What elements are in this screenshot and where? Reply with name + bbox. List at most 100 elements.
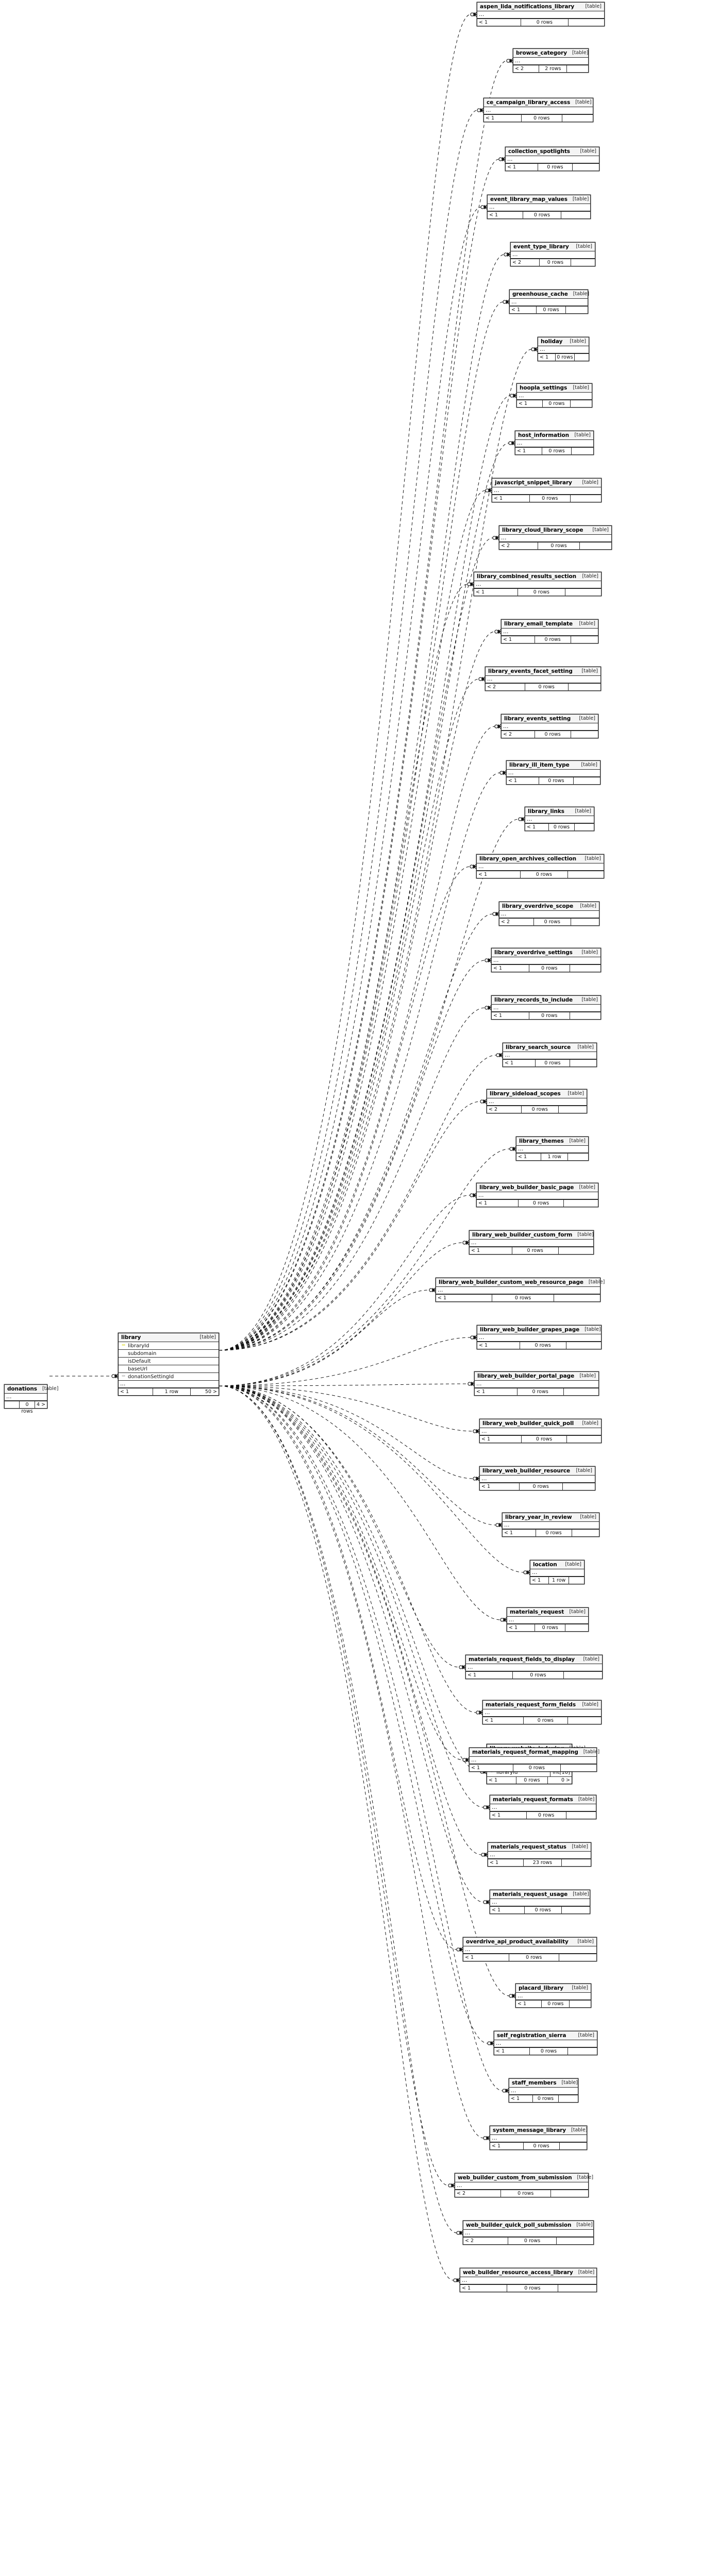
table-kind-label: [table] bbox=[567, 1091, 584, 1096]
table-node-overdrive-api-product-availability[interactable]: overdrive_api_product_availability[table… bbox=[463, 1937, 597, 1961]
table-node-library-open-archives-collection[interactable]: library_open_archives_collection[table].… bbox=[476, 854, 604, 878]
children-count bbox=[571, 636, 598, 643]
table-node-library-web-builder-quick-poll[interactable]: library_web_builder_quick_poll[table]...… bbox=[479, 1419, 602, 1443]
children-count bbox=[568, 2048, 597, 2055]
table-kind-label: [table] bbox=[575, 808, 591, 814]
more-columns-ellipsis: ... bbox=[506, 156, 599, 163]
children-count bbox=[569, 19, 604, 26]
table-title: library_links bbox=[528, 808, 564, 815]
row-count: 0 rows bbox=[539, 259, 572, 266]
column-name: libraryId bbox=[128, 1343, 149, 1349]
parents-count: < 1 bbox=[492, 1812, 501, 1818]
more-columns-ellipsis: ... bbox=[488, 204, 590, 211]
table-title: library_overdrive_settings bbox=[494, 949, 573, 956]
column-row: ⚰ libraryId bbox=[119, 1342, 219, 1350]
table-title: materials_request_usage bbox=[493, 1891, 568, 1897]
column-name: isDefault bbox=[128, 1358, 151, 1364]
table-node-web-builder-quick-poll-submission[interactable]: web_builder_quick_poll_submission[table]… bbox=[463, 2221, 594, 2245]
column-name: subdomain bbox=[128, 1350, 157, 1357]
table-node-materials-request-fields-to-display[interactable]: materials_request_fields_to_display[tabl… bbox=[465, 1655, 603, 1679]
children-count bbox=[564, 1388, 598, 1395]
table-title: library_open_archives_collection bbox=[479, 855, 576, 862]
table-node-web-builder-custom-from-submission[interactable]: web_builder_custom_from_submission[table… bbox=[455, 2173, 593, 2197]
parents-count: < 1 bbox=[478, 1200, 488, 1206]
table-node-materials-request-format-mapping[interactable]: materials_request_format_mapping[table].… bbox=[469, 1748, 599, 1772]
table-kind-label: [table] bbox=[581, 997, 598, 1003]
children-count bbox=[562, 115, 593, 122]
table-header: materials_request_usage[table] bbox=[490, 1890, 590, 1899]
table-node-library-web-builder-basic-page[interactable]: library_web_builder_basic_page[table]...… bbox=[476, 1183, 598, 1207]
table-node-library[interactable]: library [table] ⚰ libraryId subdomain is… bbox=[118, 1333, 219, 1396]
table-node-library-web-builder-portal-page[interactable]: library_web_builder_portal_page[table]..… bbox=[474, 1371, 599, 1396]
table-node-library-web-builder-custom-web-resource-page[interactable]: library_web_builder_custom_web_resource_… bbox=[436, 1278, 605, 1302]
table-header: browse_category[table] bbox=[513, 49, 588, 58]
more-columns-ellipsis: ... bbox=[463, 1946, 596, 1954]
row-count: 0 rows bbox=[517, 1200, 564, 1207]
table-node-library-cloud-library-scope[interactable]: library_cloud_library_scope[table]...< 2… bbox=[499, 526, 612, 550]
table-node-library-combined-results-section[interactable]: library_combined_results_section[table].… bbox=[474, 572, 602, 596]
column-row: subdomain bbox=[119, 1350, 219, 1358]
table-node-web-builder-resource-access-library[interactable]: web_builder_resource_access_library[tabl… bbox=[460, 2268, 597, 2292]
more-columns-ellipsis: ... bbox=[475, 1381, 598, 1388]
table-header: library_links [table] bbox=[525, 807, 594, 816]
parents-count: < 1 bbox=[485, 1718, 494, 1723]
table-kind-label: [table] bbox=[580, 148, 596, 154]
more-columns-ellipsis: ... bbox=[477, 1192, 598, 1199]
row-count: 0 rows bbox=[492, 1295, 554, 1301]
parents-count: < 1 bbox=[527, 824, 536, 830]
table-header: library_web_builder_custom_web_resource_… bbox=[436, 1278, 605, 1287]
table-kind-label: [table] bbox=[578, 1797, 595, 1802]
table-node-library-events-facet-setting[interactable]: library_events_facet_setting[table]...< … bbox=[485, 667, 601, 691]
table-node-aspen-lida-notifications-library[interactable]: aspen_lida_notifications_library[table].… bbox=[477, 2, 605, 26]
table-kind-label: [table] bbox=[570, 338, 586, 344]
table-kind-label: [table] bbox=[585, 1327, 601, 1332]
table-kind-label: [table] bbox=[580, 1514, 596, 1520]
table-node-library-web-builder-custom-form[interactable]: library_web_builder_custom_form[table]..… bbox=[469, 1230, 594, 1255]
table-kind-label: [table] bbox=[42, 1386, 59, 1392]
parents-count: < 1 bbox=[486, 115, 495, 121]
table-node-library-web-builder-resource[interactable]: library_web_builder_resource[table]...< … bbox=[479, 1466, 595, 1490]
table-node-library-web-builder-grapes-page[interactable]: library_web_builder_grapes_page[table]..… bbox=[477, 1325, 602, 1349]
more-columns-ellipsis: ... bbox=[503, 1522, 599, 1529]
table-node-materials-request-form-fields[interactable]: materials_request_form_fields[table]...<… bbox=[482, 1700, 602, 1724]
